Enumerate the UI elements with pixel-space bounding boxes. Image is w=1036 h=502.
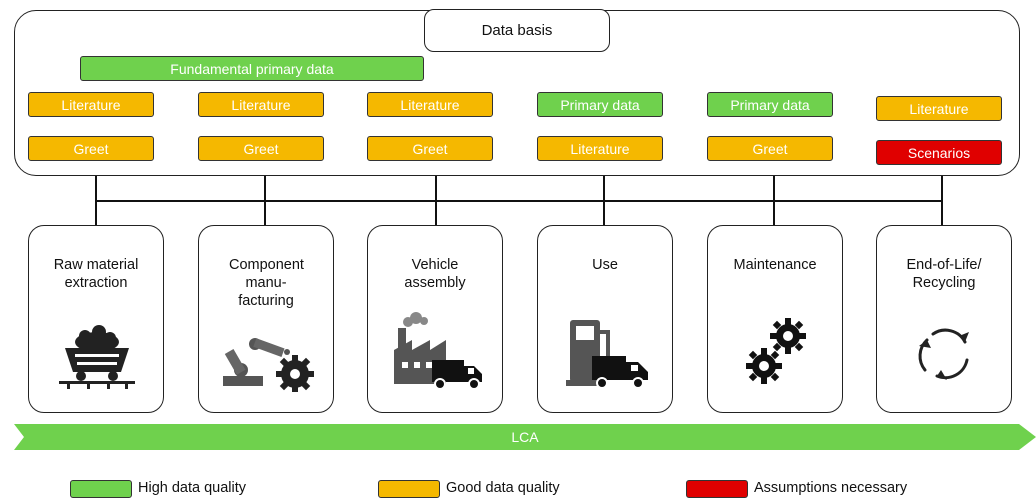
source-tag-bottom-4: Literature [537,136,663,161]
stage-use: Use [537,225,673,413]
lca-label: LCA [511,429,539,445]
legend-swatch-high [70,480,132,498]
lca-arrow [14,424,1036,450]
source-tag-top-2: Literature [198,92,324,117]
recycle-arrows-icon [918,328,969,380]
source-tag-top-4: Primary data [537,92,663,117]
source-tag-top-1: Literature [28,92,154,117]
fuel-pump-truck-icon [566,320,648,389]
fundamental-primary-data-tag: Fundamental primary data [80,56,424,81]
stage-label: Use [592,257,618,273]
source-tag-bottom-1: Greet [28,136,154,161]
legend-label-high: High data quality [138,480,247,496]
stage-component-manufacturing: Component manu- facturing [198,225,334,413]
factory-truck-icon [394,312,482,390]
source-tag-top-5: Primary data [707,92,833,117]
source-tag-bottom-6: Scenarios [876,140,1002,165]
stage-end-of-life-recycling: End-of-Life/ Recycling [876,225,1012,413]
stage-label: Raw material extraction [53,257,139,291]
data-basis-title: Data basis [424,9,610,52]
source-tag-bottom-2: Greet [198,136,324,161]
stage-label: Vehicle assembly [404,257,466,291]
stage-label: Component manu- facturing [229,257,304,309]
robot-arm-gear-icon [223,338,314,392]
connector-bus-line [95,200,943,202]
mine-cart-icon [59,325,135,389]
stage-vehicle-assembly: Vehicle assembly [367,225,503,413]
source-tag-bottom-3: Greet [367,136,493,161]
stage-raw-material-extraction: Raw material extraction [28,225,164,413]
legend-swatch-good [378,480,440,498]
legend-label-assumptions: Assumptions necessary [754,480,908,496]
source-tag-top-6: Literature [876,96,1002,121]
source-tag-top-3: Literature [367,92,493,117]
gears-icon [746,318,806,384]
stage-label: Maintenance [733,257,817,273]
legend-label-good: Good data quality [446,480,560,496]
stage-label: End-of-Life/ Recycling [906,257,982,291]
source-tag-bottom-5: Greet [707,136,833,161]
legend-swatch-assumptions [686,480,748,498]
stage-maintenance: Maintenance [707,225,843,413]
